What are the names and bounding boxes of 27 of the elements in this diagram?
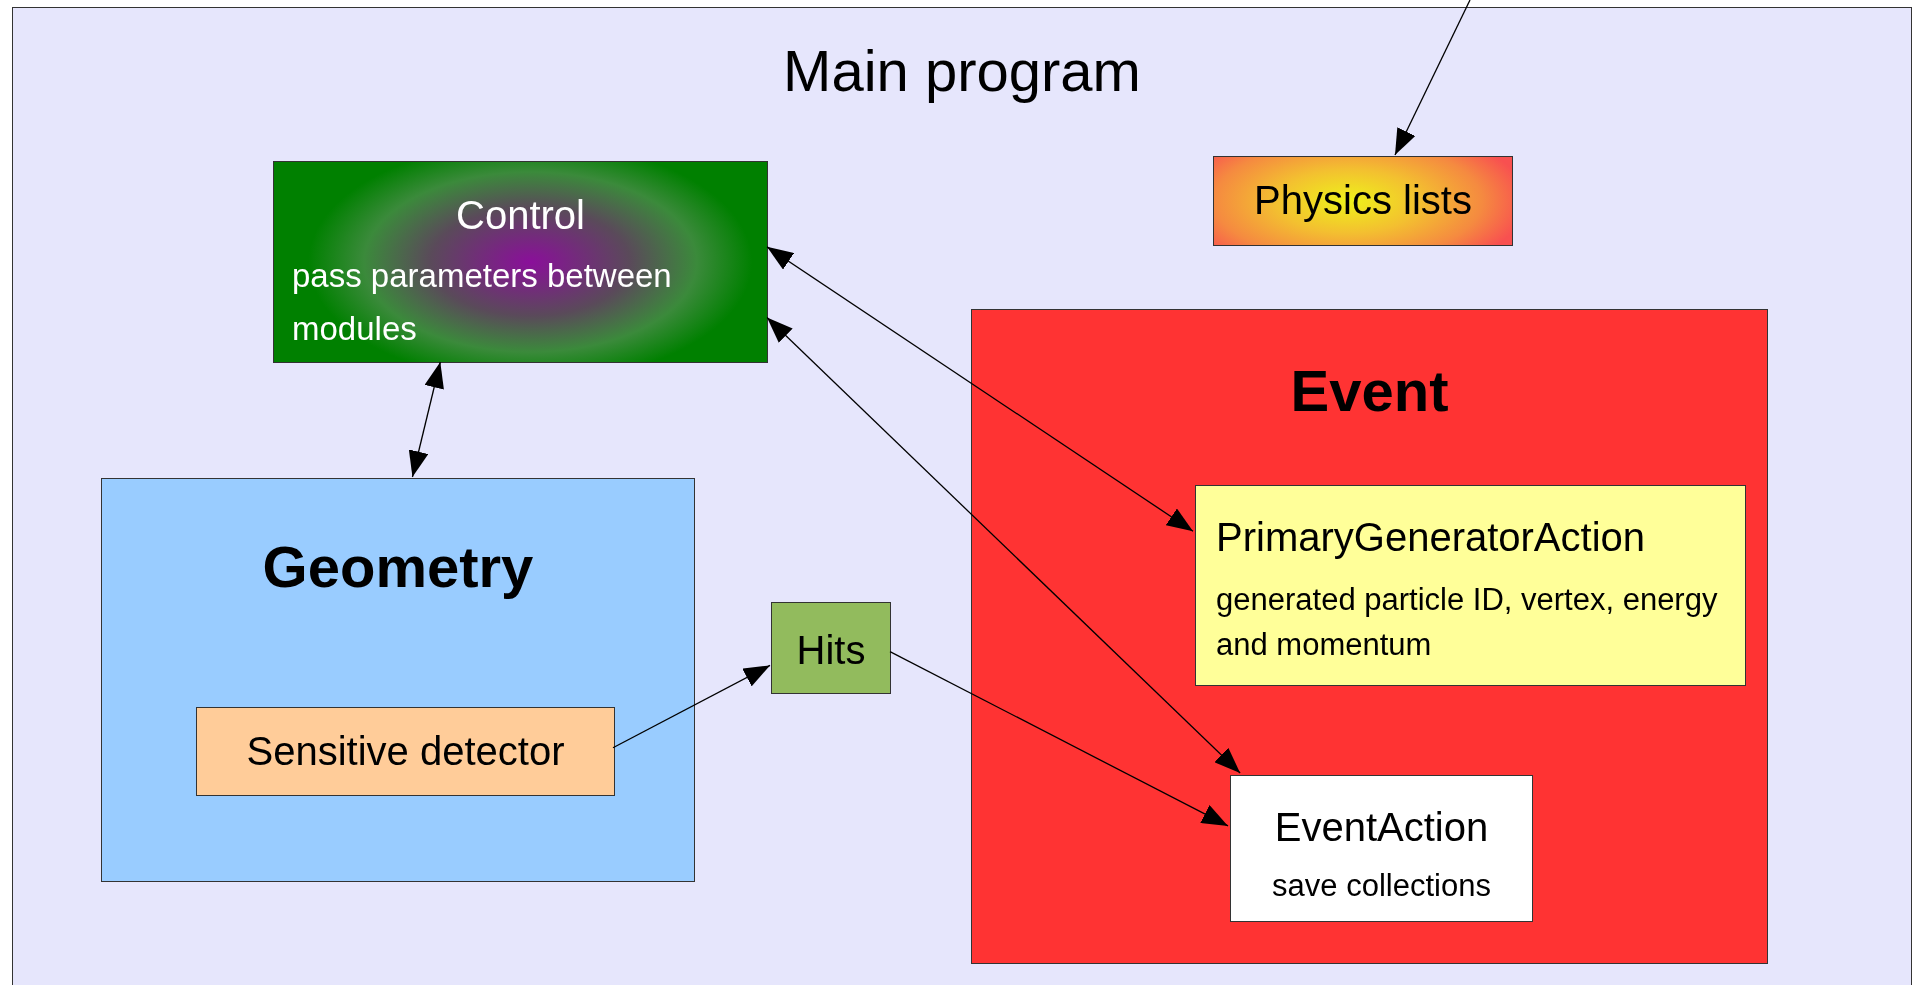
detector-box (196, 707, 615, 796)
program-panel (12, 7, 1912, 985)
hits-box (771, 602, 891, 694)
box-title: Physics lists (1253, 177, 1473, 223)
box-title: PrimaryGeneratorAction (1215, 514, 1647, 560)
box-description: save collections (1271, 868, 1492, 904)
box-description: pass parameters between modules (291, 256, 673, 349)
arrow (612, 664, 771, 749)
arrow (408, 361, 444, 478)
arrow (1394, 0, 1471, 156)
box-title: Sensitive detector (245, 728, 566, 774)
box-title: Event (1289, 358, 1450, 425)
panel-title: Main program (782, 38, 1142, 105)
action-box (1230, 775, 1533, 922)
geometry-box (101, 478, 695, 882)
box-description: generated particle ID, vertex, energy and momentum (1215, 581, 1719, 664)
box-title: Control (455, 192, 586, 238)
arrow (889, 650, 1229, 827)
box-title: Hits (795, 627, 867, 673)
generator-box (1195, 485, 1746, 686)
box-title: Geometry (261, 534, 535, 601)
arrow (766, 316, 1241, 774)
control-box (273, 161, 768, 363)
box-title: EventAction (1273, 804, 1490, 850)
arrow (766, 246, 1194, 532)
event-box (971, 309, 1768, 964)
physics-box (1213, 156, 1513, 246)
